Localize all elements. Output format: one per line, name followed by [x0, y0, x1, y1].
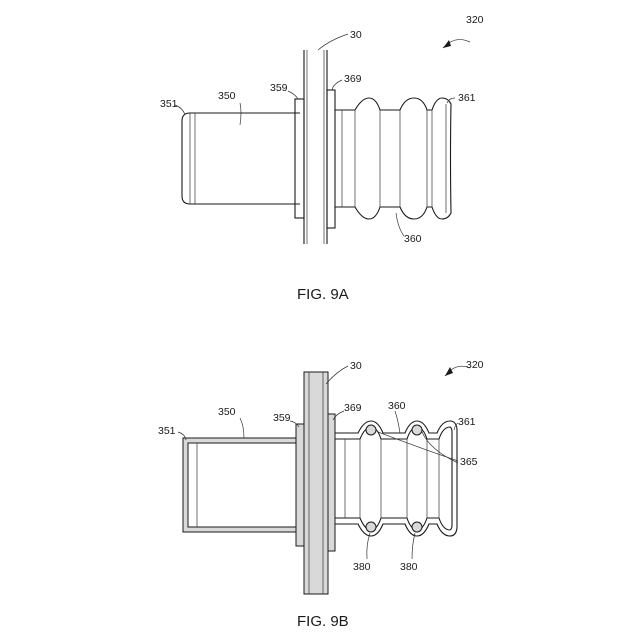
figure-caption-9b: FIG. 9B [297, 613, 349, 630]
label-369: 369 [344, 73, 362, 85]
stem-350-section [183, 438, 300, 532]
label-351-b: 351 [158, 425, 176, 437]
figure-9a: 320 30 350 351 359 369 361 360 FIG. 9A [160, 14, 484, 303]
flange-359-section [296, 424, 304, 546]
o-rings-380 [366, 425, 422, 532]
label-360: 360 [404, 233, 422, 245]
leaders-9a [175, 34, 470, 236]
label-360-b: 360 [388, 400, 406, 412]
figure-caption-9a: FIG. 9A [297, 286, 349, 303]
label-350-b: 350 [218, 406, 236, 418]
o-ring-bottom-left [366, 522, 376, 532]
figure-9b: 320 30 350 351 359 369 360 361 365 380 3… [158, 359, 484, 630]
label-30-b: 30 [350, 360, 362, 372]
label-320: 320 [466, 14, 484, 26]
label-380-left: 380 [353, 561, 371, 573]
label-361-b: 361 [458, 416, 476, 428]
wall-30 [304, 50, 327, 244]
flange-359 [295, 99, 304, 218]
label-30: 30 [350, 29, 362, 41]
collar-369 [327, 90, 335, 228]
bellows-360-section [335, 421, 457, 536]
collar-369-section [328, 414, 335, 551]
label-350: 350 [218, 90, 236, 102]
label-380-right: 380 [400, 561, 418, 573]
label-351: 351 [160, 98, 178, 110]
o-ring-top-right [412, 425, 422, 435]
label-359: 359 [270, 82, 288, 94]
o-ring-top-left [366, 425, 376, 435]
stem-350 [182, 113, 300, 204]
label-365: 365 [460, 456, 478, 468]
o-ring-bottom-right [412, 522, 422, 532]
label-369-b: 369 [344, 402, 362, 414]
label-361: 361 [458, 92, 476, 104]
label-359-b: 359 [273, 412, 291, 424]
label-320-b: 320 [466, 359, 484, 371]
wall-30-section [304, 372, 328, 594]
bellows-360 [335, 98, 451, 219]
